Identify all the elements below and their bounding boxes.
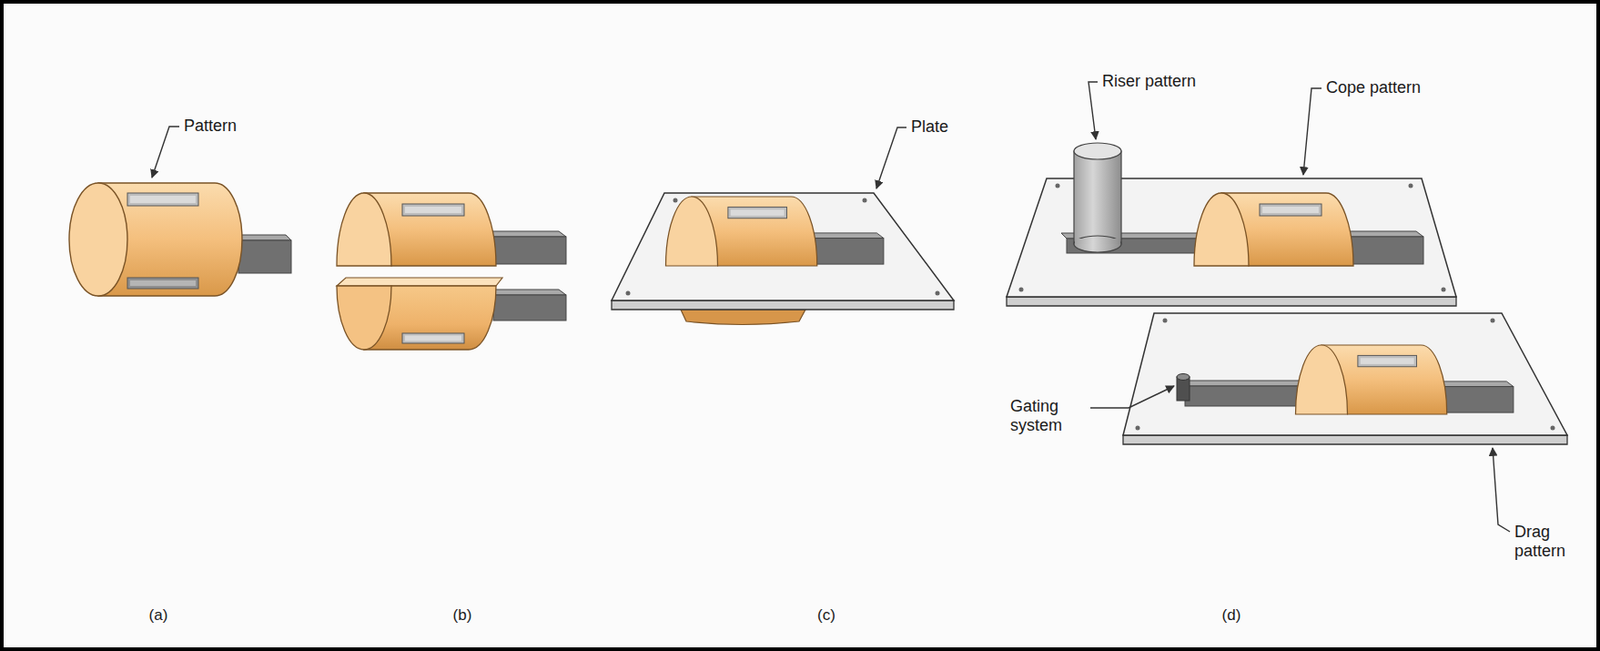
- figure-letter: (a): [149, 605, 169, 625]
- plate-label: Plate: [911, 117, 949, 137]
- solid-pattern: [69, 182, 292, 296]
- match-plate: [611, 192, 954, 325]
- riser-pattern-label: Riser pattern: [1102, 71, 1196, 92]
- gating-system-label: Gating system: [1010, 396, 1087, 436]
- pattern-label: Pattern: [183, 116, 237, 136]
- cope-plate: [1006, 142, 1457, 306]
- drag-pattern-label: Drag pattern: [1514, 522, 1588, 561]
- figure-letter: (c): [817, 605, 836, 625]
- split-pattern: [336, 192, 567, 350]
- figure-letter: (d): [1222, 605, 1242, 625]
- cope-pattern-label: Cope pattern: [1326, 78, 1421, 98]
- figure-letter: (b): [453, 605, 473, 625]
- drag-plate: [1123, 313, 1568, 445]
- leader-lines: [151, 81, 1510, 532]
